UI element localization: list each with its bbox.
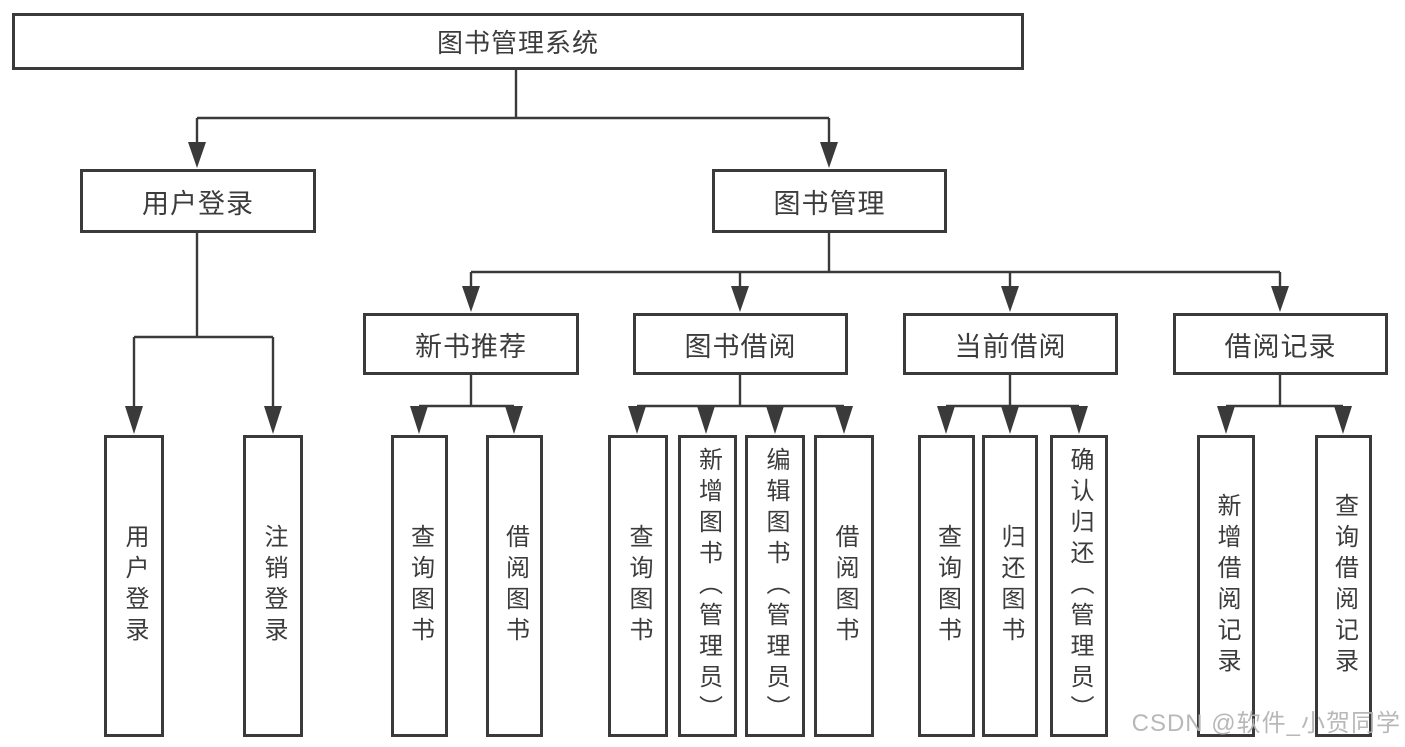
arrowhead-icon <box>1334 406 1352 434</box>
node-user-login-label: 用户登录 <box>142 188 254 219</box>
arrowhead-icon <box>1217 406 1235 434</box>
arrowhead-icon <box>505 406 523 434</box>
arrowhead-icon <box>820 142 838 168</box>
arrowhead-icon <box>1271 286 1289 312</box>
arrowhead-icon <box>835 406 853 434</box>
connector-bookmgmt-to-level3 <box>462 233 1289 312</box>
leaf-current-confirm: 确认归还（管理员） <box>1050 435 1108 737</box>
node-borrow-records-label: 借阅记录 <box>1224 331 1337 362</box>
leaf-records-add: 新增借阅记录 <box>1197 435 1255 737</box>
node-new-book-recommend-label: 新书推荐 <box>415 331 527 362</box>
leaf-user-login: 用户登录 <box>104 435 164 737</box>
leaf-newbooks-borrow: 借阅图书 <box>486 435 543 737</box>
leaf-borrow-borrow-label: 借阅图书 <box>831 524 858 648</box>
leaf-logout-label: 注销登录 <box>260 524 287 648</box>
node-root: 图书管理系统 <box>12 13 1024 70</box>
node-book-management: 图书管理 <box>712 169 947 233</box>
arrowhead-icon <box>410 406 428 434</box>
arrowhead-icon <box>125 406 143 434</box>
leaf-borrow-query-label: 查询图书 <box>625 524 652 648</box>
leaf-borrow-query: 查询图书 <box>608 435 668 737</box>
leaf-borrow-borrow: 借阅图书 <box>814 435 874 737</box>
leaf-newbooks-borrow-label: 借阅图书 <box>501 524 529 648</box>
leaf-logout: 注销登录 <box>243 435 303 737</box>
leaf-current-query-label: 查询图书 <box>933 524 961 648</box>
connector-bookborrow-to-leaves <box>628 375 853 434</box>
leaf-records-add-label: 新增借阅记录 <box>1213 493 1240 679</box>
arrowhead-icon <box>628 406 646 434</box>
connector-currentborrow-to-leaves <box>937 375 1088 434</box>
arrowhead-icon <box>1001 286 1019 312</box>
leaf-borrow-edit: 编辑图书（管理员） <box>745 435 805 737</box>
leaf-borrow-edit-label: 编辑图书（管理员） <box>762 446 789 726</box>
arrowhead-icon <box>1001 406 1019 434</box>
leaf-current-confirm-label: 确认归还（管理员） <box>1066 446 1093 726</box>
node-current-borrow: 当前借阅 <box>903 313 1118 375</box>
connector-userlogin-to-leaves <box>125 233 282 434</box>
leaf-newbooks-query: 查询图书 <box>391 435 448 737</box>
leaf-current-return: 归还图书 <box>982 435 1038 737</box>
node-book-borrow: 图书借阅 <box>633 313 848 375</box>
node-current-borrow-label: 当前借阅 <box>954 331 1067 362</box>
arrowhead-icon <box>264 406 282 434</box>
leaf-records-query: 查询借阅记录 <box>1315 435 1372 737</box>
node-book-borrow-label: 图书借阅 <box>684 331 797 362</box>
node-borrow-records: 借阅记录 <box>1173 313 1388 375</box>
node-user-login: 用户登录 <box>80 169 316 233</box>
arrowhead-icon <box>766 406 784 434</box>
arrowhead-icon <box>937 406 955 434</box>
leaf-current-query: 查询图书 <box>918 435 975 737</box>
leaf-newbooks-query-label: 查询图书 <box>406 524 434 648</box>
node-book-management-label: 图书管理 <box>773 188 886 219</box>
connector-borrowrecords-to-leaves <box>1217 375 1352 434</box>
node-root-label: 图书管理系统 <box>436 28 599 58</box>
arrowhead-icon <box>1070 406 1088 434</box>
arrowhead-icon <box>697 406 715 434</box>
leaf-records-query-label: 查询借阅记录 <box>1330 493 1358 679</box>
arrowhead-icon <box>188 142 206 168</box>
arrowhead-icon <box>462 286 480 312</box>
connector-newbooks-to-leaves <box>410 375 523 434</box>
leaf-user-login-label: 用户登录 <box>121 524 148 648</box>
node-new-book-recommend: 新书推荐 <box>363 313 579 375</box>
arrowhead-icon <box>731 286 749 312</box>
leaf-borrow-add-label: 新增图书（管理员） <box>694 446 722 726</box>
connector-root-to-level2 <box>188 70 838 168</box>
leaf-borrow-add: 新增图书（管理员） <box>678 435 737 737</box>
leaf-current-return-label: 归还图书 <box>997 524 1024 648</box>
